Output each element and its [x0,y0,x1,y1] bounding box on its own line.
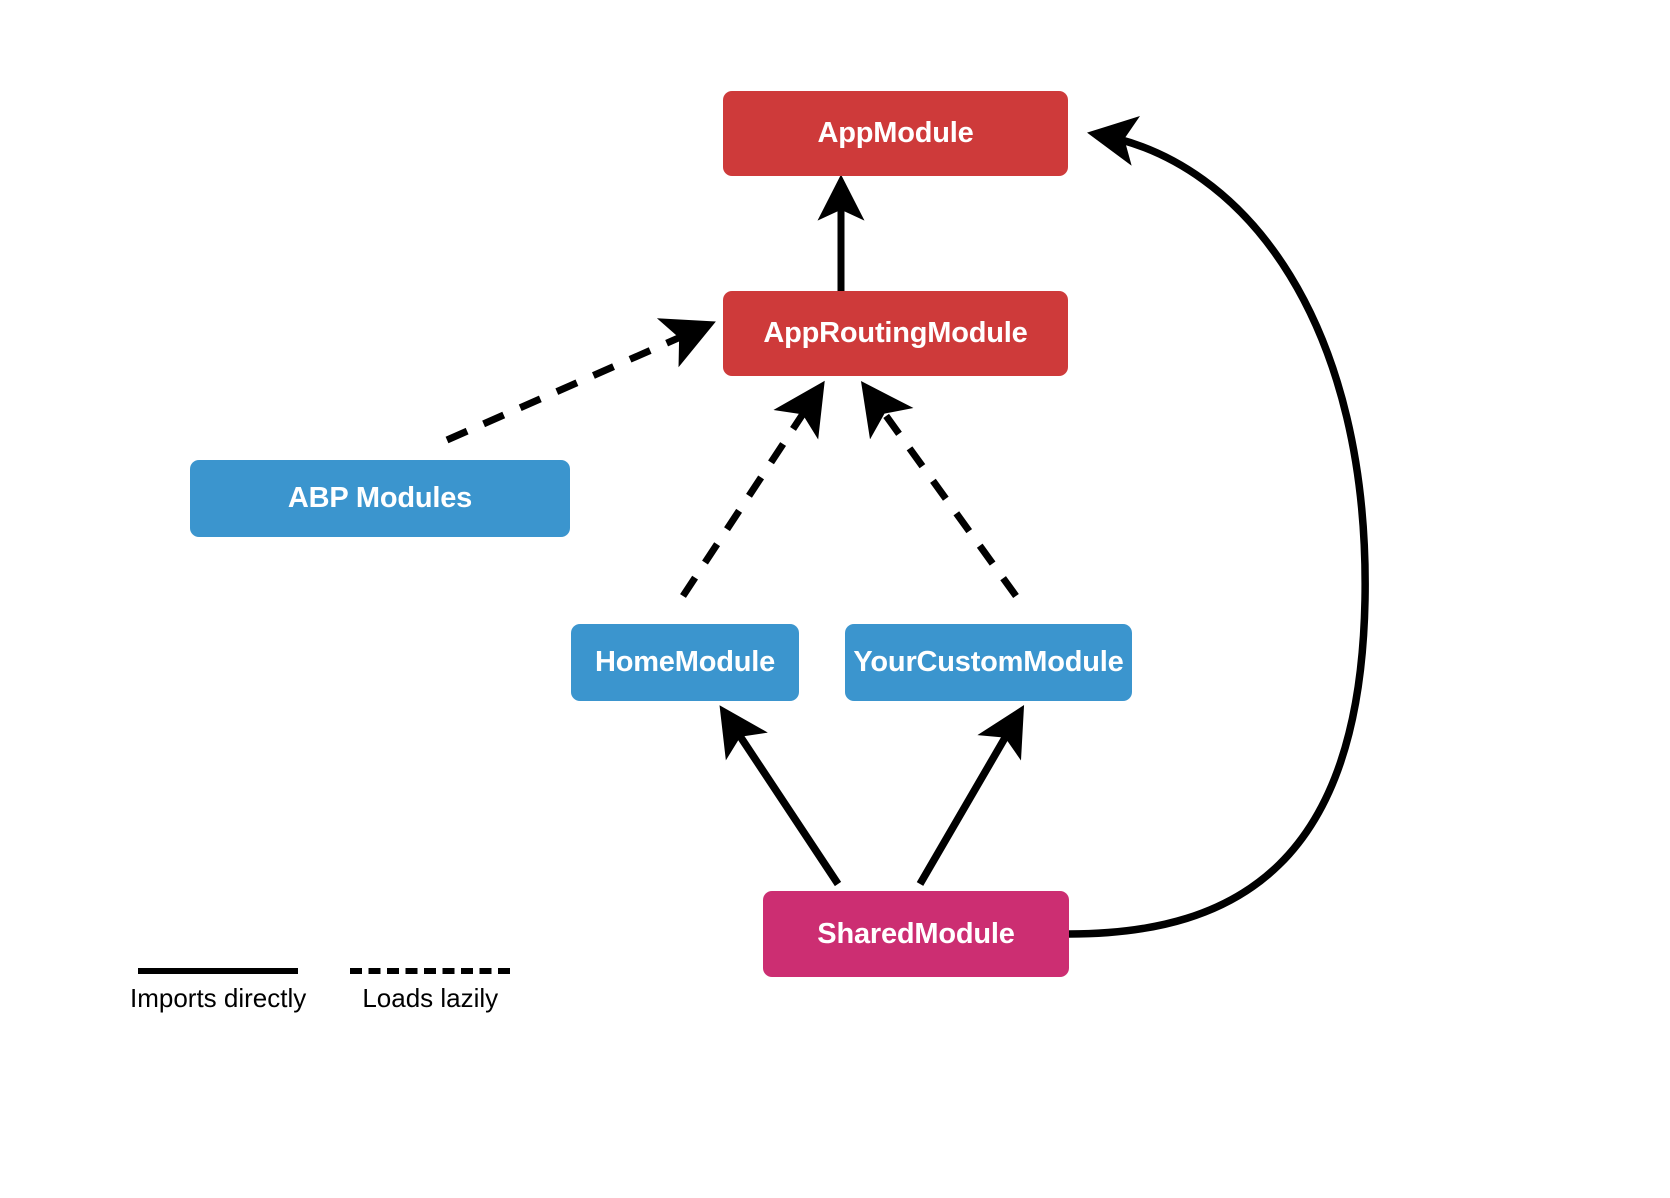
node-abp-modules-label: ABP Modules [287,482,473,514]
dashed-line-icon [350,968,511,974]
legend-label-imports-directly: Imports directly [130,983,307,1013]
node-shared-module[interactable]: SharedModule [763,891,1069,977]
legend-item-loads-lazily: Loads lazily [350,968,511,1013]
node-app-routing-module[interactable]: AppRoutingModule [723,291,1068,376]
node-shared-module-label: SharedModule [817,917,1015,950]
legend-label-loads-lazily: Loads lazily [362,983,499,1013]
node-app-module[interactable]: AppModule [723,91,1068,176]
solid-line-icon [138,968,299,974]
edge-shared-module-to-app-module [1068,116,1369,938]
node-app-routing-module-label: AppRoutingModule [763,317,1028,349]
edge-home-module-to-app-routing [680,380,825,598]
node-your-custom-module-label: YourCustomModule [853,646,1124,678]
edge-your-custom-module-to-app-routing [860,381,1019,599]
legend: Imports directly Loads lazily [130,968,511,1013]
edge-abp-modules-to-app-routing [445,318,716,444]
node-your-custom-module[interactable]: YourCustomModule [845,624,1132,701]
edge-shared-module-to-your-custom-module [916,704,1025,886]
legend-item-imports-directly: Imports directly [130,968,306,1013]
node-abp-modules[interactable]: ABP Modules [190,460,570,537]
node-home-module[interactable]: HomeModule [571,624,799,701]
edge-shared-module-to-home-module [719,705,842,887]
node-home-module-label: HomeModule [594,646,776,678]
node-app-module-label: AppModule [817,117,974,149]
